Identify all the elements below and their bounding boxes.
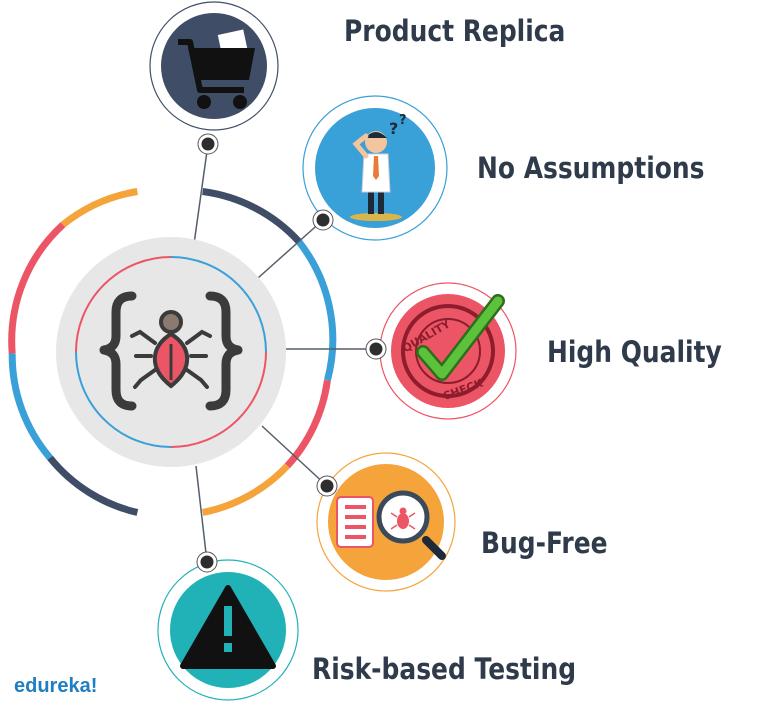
code-bug-icon (130, 310, 212, 389)
confused-person-icon: ? ? (350, 113, 407, 221)
label-bug-free: Bug-Free (481, 526, 608, 560)
label-high-quality: High Quality (547, 335, 722, 369)
item-bug-free (316, 452, 456, 592)
connector-dots (196, 133, 387, 573)
shopping-cart-icon (178, 29, 255, 109)
code-brace-icon (99, 291, 243, 411)
label-product-replica: Product Replica (344, 14, 566, 48)
item-high-quality: QUALITY CHECK (379, 282, 517, 420)
svg-text:?: ? (389, 119, 398, 138)
item-product-replica (149, 1, 279, 131)
bug-magnifier-icon (336, 490, 446, 560)
item-no-assumptions: ? ? (302, 95, 448, 241)
central-hub (56, 237, 286, 467)
label-risk-based-testing: Risk-based Testing (312, 652, 577, 686)
item-risk-based-testing (157, 559, 299, 701)
brand-logo: edureka! (14, 675, 98, 697)
outer-ring-right (201, 188, 337, 516)
connector-lines (193, 143, 376, 563)
label-no-assumptions: No Assumptions (477, 151, 705, 185)
warning-triangle-icon (180, 585, 276, 669)
svg-text:?: ? (399, 113, 407, 128)
outer-ring-left (8, 188, 139, 516)
